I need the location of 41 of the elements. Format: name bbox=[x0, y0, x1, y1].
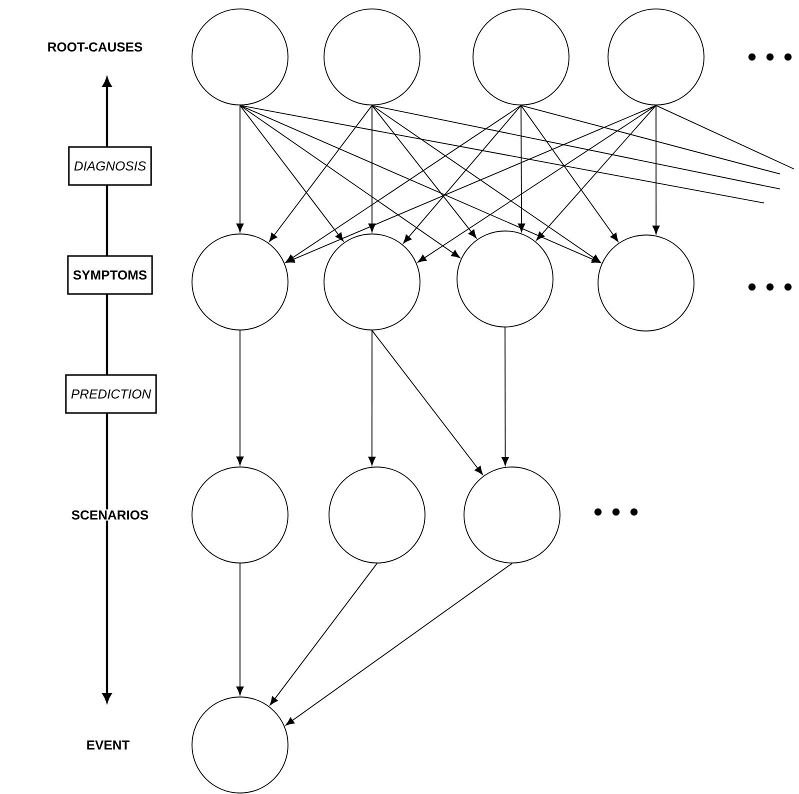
arrow bbox=[368, 330, 376, 466]
arrow bbox=[236, 104, 244, 232]
arrow bbox=[236, 563, 244, 696]
level-label: EVENT bbox=[85, 740, 131, 750]
label-box: SYMPTOMS bbox=[67, 255, 153, 295]
circle-node bbox=[456, 230, 554, 328]
label-box: DIAGNOSIS bbox=[68, 146, 152, 186]
circle-node bbox=[192, 696, 288, 794]
arrow bbox=[240, 104, 460, 258]
arrow bbox=[269, 104, 372, 242]
arrow bbox=[372, 104, 601, 263]
circle-node bbox=[608, 8, 704, 106]
arrow bbox=[270, 563, 378, 706]
arrow bbox=[536, 104, 656, 240]
arrow bbox=[518, 104, 526, 232]
circle-node bbox=[192, 8, 288, 106]
arrow bbox=[286, 563, 512, 726]
circle-node bbox=[598, 234, 694, 332]
arrow bbox=[372, 330, 483, 475]
arrow bbox=[240, 104, 601, 264]
arrow bbox=[520, 104, 618, 242]
circle-node bbox=[324, 234, 420, 330]
circle-node bbox=[464, 466, 560, 564]
arrow bbox=[286, 104, 522, 263]
circle-node bbox=[324, 8, 420, 106]
arrow bbox=[368, 104, 376, 232]
arrow bbox=[502, 327, 509, 466]
level-label: ROOT-CAUSES bbox=[46, 41, 144, 53]
circle-node bbox=[472, 8, 570, 106]
label-box: PREDICTION bbox=[65, 374, 157, 414]
arrow bbox=[240, 104, 344, 242]
arrow bbox=[372, 104, 477, 238]
arrow bbox=[418, 104, 656, 263]
arrow bbox=[403, 104, 522, 244]
circle-node bbox=[192, 234, 288, 330]
circle-node bbox=[192, 466, 288, 564]
level-label: SCENARIOS bbox=[70, 509, 150, 521]
arrow bbox=[652, 104, 660, 234]
circle-node bbox=[328, 466, 426, 564]
arrow bbox=[286, 104, 656, 263]
arrow bbox=[236, 330, 244, 466]
